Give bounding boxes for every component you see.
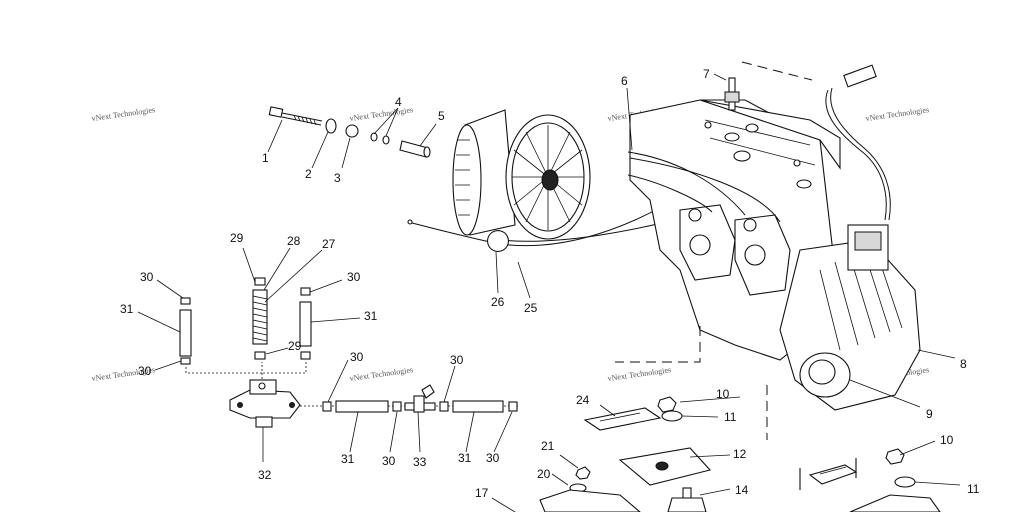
callout-31: 31 <box>120 302 134 316</box>
rubber-mount-part <box>667 487 707 512</box>
callout-30: 30 <box>450 353 464 367</box>
hose-clamp-part <box>300 287 311 296</box>
recoil-starter-part <box>779 239 921 411</box>
watermark: vNext Technologies <box>349 365 414 383</box>
hose-clamp-part <box>180 357 191 365</box>
callout-31: 31 <box>458 451 472 465</box>
nut-part <box>575 466 591 480</box>
callout-21: 21 <box>541 439 555 453</box>
callout-17: 17 <box>475 486 489 500</box>
callout-10: 10 <box>940 433 954 447</box>
callout-28: 28 <box>287 234 301 248</box>
callout-29: 29 <box>288 339 302 353</box>
callout-31: 31 <box>341 452 355 466</box>
callout-14: 14 <box>735 483 749 497</box>
fuel-line-system <box>179 277 520 428</box>
spark-plug-part <box>724 77 740 111</box>
callout-26: 26 <box>491 295 505 309</box>
washer-part <box>325 118 337 134</box>
engine-assembly <box>627 64 921 411</box>
o-ring-part <box>370 132 378 142</box>
o-ring-part <box>382 135 390 145</box>
callout-33: 33 <box>413 455 427 469</box>
callout-20: 20 <box>537 467 551 481</box>
drive-clutch <box>452 109 591 240</box>
callout-32: 32 <box>258 468 272 482</box>
callout-11: 11 <box>967 482 980 496</box>
callout-labels: 1 2 3 4 5 6 7 8 9 10 10 11 11 12 14 17 2… <box>120 67 980 500</box>
mount-bracket-part <box>539 489 641 512</box>
callout-30: 30 <box>138 364 152 378</box>
callout-11: 11 <box>724 410 737 424</box>
ignition-coil-part <box>847 224 889 271</box>
callout-3: 3 <box>334 171 341 185</box>
callout-6: 6 <box>621 74 628 88</box>
nut-part <box>657 396 677 413</box>
callout-31: 31 <box>364 309 378 323</box>
callout-1: 1 <box>262 151 269 165</box>
callout-27: 27 <box>322 237 336 251</box>
callout-5: 5 <box>438 109 445 123</box>
hose-clamp-part <box>322 401 332 412</box>
nut-part <box>885 448 905 465</box>
spacer-part <box>345 124 359 138</box>
sleeve-part <box>399 140 431 158</box>
fuel-hose-part <box>179 309 192 357</box>
washer-part <box>894 476 916 488</box>
callout-12: 12 <box>733 447 747 461</box>
callout-30: 30 <box>350 350 364 364</box>
callout-30: 30 <box>347 270 361 284</box>
watermark: vNext Technologies <box>349 105 414 123</box>
hose-clamp-part <box>300 351 311 360</box>
mount-bracket-part <box>799 458 858 490</box>
mount-bracket-part <box>583 407 662 431</box>
callout-30: 30 <box>382 454 396 468</box>
reference-lines <box>615 61 813 440</box>
hose-clamp-part <box>254 351 266 360</box>
callout-29: 29 <box>230 231 244 245</box>
fuel-hose-part <box>452 400 504 413</box>
fuel-filter-part <box>252 289 268 345</box>
clamp-part <box>487 230 509 252</box>
carburetor-part <box>679 204 736 281</box>
leader-lines <box>137 73 961 512</box>
bolt-assembly <box>268 106 431 158</box>
callout-7: 7 <box>703 67 710 81</box>
callout-10: 10 <box>716 387 730 401</box>
hose-clamp-part <box>254 277 266 286</box>
fuel-pump-part <box>229 379 301 428</box>
watermark: vNext Technologies <box>607 365 672 383</box>
bolt-part <box>268 106 323 126</box>
hose-clamp-part <box>392 401 402 412</box>
mount-plate-part <box>618 447 712 486</box>
callout-4: 4 <box>395 95 402 109</box>
mount-plate-part <box>849 494 941 512</box>
watermark: vNext Technologies <box>91 105 156 123</box>
watermark: vNext Technologies <box>865 105 930 123</box>
callout-8: 8 <box>960 357 967 371</box>
callout-24: 24 <box>576 393 590 407</box>
washer-part <box>661 410 683 422</box>
callout-2: 2 <box>305 167 312 181</box>
tee-fitting-part <box>404 384 436 413</box>
callout-30: 30 <box>486 451 500 465</box>
hose-clamp-part <box>180 297 191 305</box>
hose-clamp-part <box>508 401 518 412</box>
fuel-hose-part <box>299 301 312 347</box>
fuel-hose-part <box>335 400 389 413</box>
hose-clamp-part <box>439 401 449 412</box>
engine-mounts <box>539 396 941 512</box>
callout-9: 9 <box>926 407 933 421</box>
callout-30: 30 <box>140 270 154 284</box>
callout-25: 25 <box>524 301 538 315</box>
